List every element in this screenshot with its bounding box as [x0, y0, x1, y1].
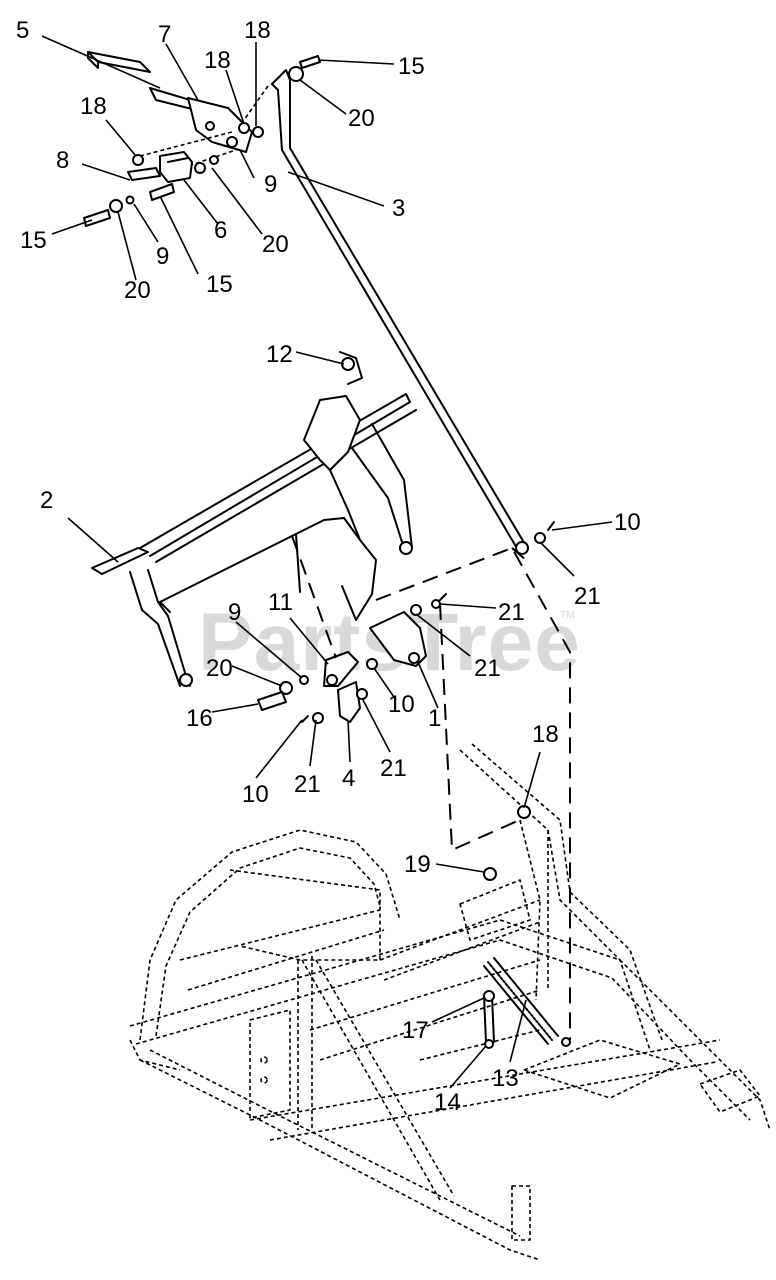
callout-9: 9 [228, 599, 241, 626]
lever-assembly [91, 351, 417, 687]
callout-14: 14 [434, 1089, 461, 1116]
callout-15: 15 [206, 271, 233, 298]
callout-8: 8 [56, 147, 69, 174]
callout-15: 15 [20, 227, 47, 254]
callout-20: 20 [262, 231, 289, 258]
callout-20: 20 [206, 655, 233, 682]
assembly-guides [291, 535, 571, 1040]
callout-18: 18 [80, 93, 107, 120]
callout-9: 9 [264, 171, 277, 198]
callout-15: 15 [398, 53, 425, 80]
leader-lines [41, 35, 613, 1089]
callout-21: 21 [498, 599, 525, 626]
callout-13: 13 [492, 1065, 519, 1092]
callout-11: 11 [268, 589, 293, 616]
callout-1: 1 [428, 705, 441, 732]
pedal-assembly [83, 51, 321, 227]
callout-16: 16 [186, 705, 213, 732]
mower-frame [129, 743, 771, 1261]
callout-20: 20 [348, 105, 375, 132]
callout-labels: 5 7 18 18 15 20 18 8 9 3 6 20 15 9 20 15… [16, 17, 641, 1116]
callout-17: 17 [402, 1017, 429, 1044]
callout-18: 18 [204, 47, 231, 74]
callout-3: 3 [392, 195, 405, 222]
callout-2: 2 [40, 487, 53, 514]
callout-7: 7 [158, 21, 171, 48]
callout-20: 20 [124, 277, 151, 304]
callout-5: 5 [16, 17, 29, 44]
control-rod [271, 69, 555, 555]
callout-10: 10 [388, 691, 415, 718]
watermark-tm: TM [560, 610, 574, 621]
callout-6: 6 [214, 217, 227, 244]
spring-parts [483, 805, 571, 1049]
callout-21: 21 [574, 583, 601, 610]
callout-9: 9 [156, 243, 169, 270]
callout-21: 21 [294, 771, 321, 798]
callout-10: 10 [242, 781, 269, 808]
callout-12: 12 [266, 341, 293, 368]
callout-4: 4 [342, 765, 355, 792]
callout-21: 21 [380, 755, 407, 782]
callout-19: 19 [404, 851, 431, 878]
callout-18: 18 [244, 17, 271, 44]
callout-10: 10 [614, 509, 641, 536]
callout-18: 18 [532, 721, 559, 748]
linkage-parts [257, 593, 447, 724]
callout-21: 21 [474, 655, 501, 682]
